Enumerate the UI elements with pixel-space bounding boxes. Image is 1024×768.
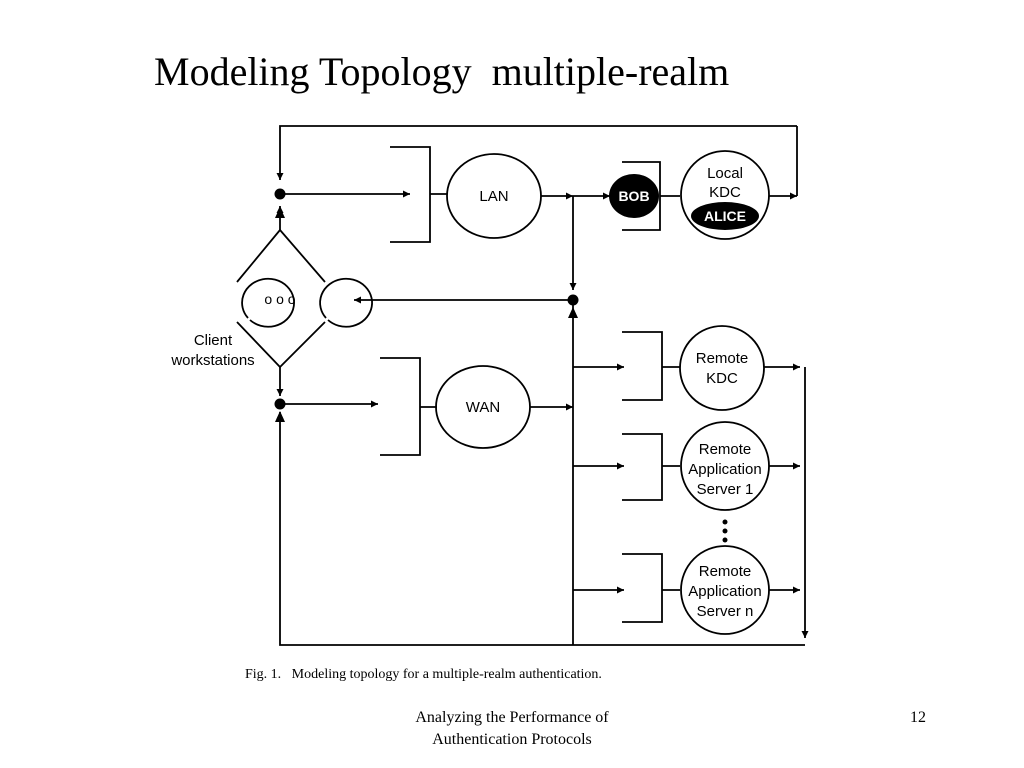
- local-kdc-label-2: KDC: [709, 184, 741, 201]
- footer-line-1: Analyzing the Performance of: [415, 709, 609, 726]
- junction-dot-middle: [567, 294, 579, 306]
- remote-app1-label-2: Application: [688, 461, 761, 478]
- junction-dot-lan: [274, 188, 286, 200]
- ellipsis-dot-3: [722, 537, 728, 543]
- client-dots-label: o o o: [264, 291, 295, 307]
- ellipsis-dot-1: [722, 519, 728, 525]
- remote-kdc-node: [679, 325, 765, 411]
- feedback-loop-top: [276, 125, 797, 180]
- remote-app1-queue: [622, 433, 663, 501]
- junction-dot-wan: [274, 398, 286, 410]
- remote-kdc-queue: [622, 331, 663, 401]
- alice-label: ALICE: [704, 208, 746, 224]
- remote-appn-label-2: Application: [688, 583, 761, 600]
- lan-label: LAN: [479, 188, 508, 205]
- ellipsis-dot-2: [722, 528, 728, 534]
- client-label-1: Client: [194, 332, 233, 349]
- client-workstation-left: [241, 277, 295, 328]
- remote-kdc-label-2: KDC: [706, 370, 738, 387]
- up-arrow-middle-junction: [568, 307, 578, 318]
- remote-app1-label-3: Server 1: [697, 481, 754, 498]
- page-number: 12: [910, 709, 926, 726]
- client-diamond: [236, 229, 326, 368]
- local-kdc-label-1: Local: [707, 165, 743, 182]
- remote-appn-queue: [622, 553, 663, 623]
- local-kdc-node: [680, 150, 770, 240]
- feedback-loop-bottom: [279, 420, 805, 646]
- client-label-2: workstations: [170, 352, 254, 369]
- bob-label: BOB: [618, 188, 649, 204]
- wan-label: WAN: [466, 399, 500, 416]
- remote-app1-label-1: Remote: [699, 441, 752, 458]
- up-arrow-lan-junction: [275, 207, 285, 218]
- wan-queue: [380, 357, 421, 456]
- slide-title: Modeling Topology multiple-realm: [154, 49, 730, 94]
- client-workstation-right: [319, 277, 373, 328]
- up-arrow-wan-junction: [275, 411, 285, 422]
- figure-caption: Fig. 1. Modeling topology for a multiple…: [245, 667, 602, 682]
- bob-node: [609, 174, 659, 218]
- alice-node: [691, 202, 759, 230]
- remote-appn-label-3: Server n: [697, 603, 754, 620]
- remote-appn-label-1: Remote: [699, 563, 752, 580]
- footer-title: Analyzing the Performance of Authenticat…: [362, 707, 662, 751]
- footer-line-2: Authentication Protocols: [432, 731, 592, 748]
- remote-kdc-label-1: Remote: [696, 350, 749, 367]
